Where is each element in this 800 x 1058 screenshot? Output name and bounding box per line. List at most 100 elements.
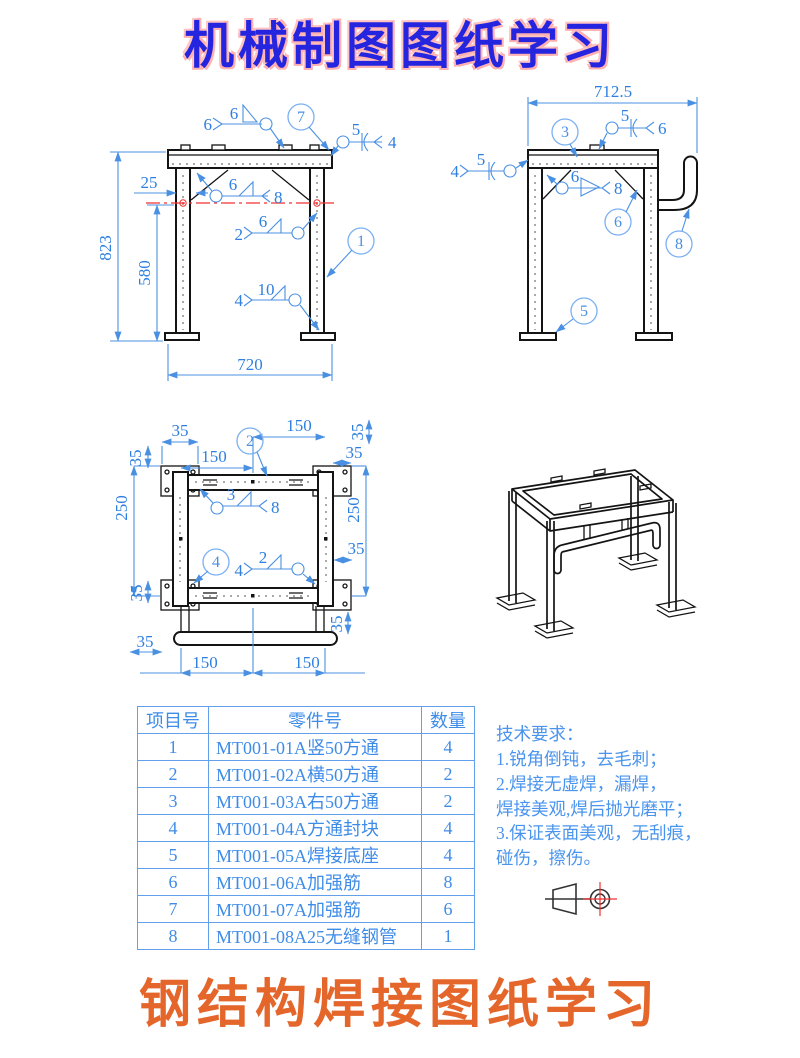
weld-size-number: 6 <box>259 212 268 231</box>
front-weld-symbol-2: 5 4 <box>330 120 397 157</box>
weld-tail-number: 6 <box>204 115 213 134</box>
dim-150: 150 <box>201 447 227 466</box>
dim-250: 250 <box>344 497 363 523</box>
balloon-number: 3 <box>561 124 569 141</box>
dim-35: 35 <box>127 585 146 602</box>
dim-depth: 712.5 <box>594 82 632 101</box>
weld-tail-number: 4 <box>235 291 244 310</box>
table-row: 4 MT001-04A方通封块 4 <box>137 814 475 842</box>
balloon-5: 5 <box>555 297 598 333</box>
cell-part-no: MT001-02A横50方通 <box>208 760 422 788</box>
cell-part-no: MT001-05A焊接底座 <box>208 841 422 869</box>
dim-35: 35 <box>348 539 365 558</box>
balloon-number: 2 <box>246 433 254 450</box>
cell-part-no: MT001-03A右50方通 <box>208 787 422 815</box>
weld-size-number: 5 <box>621 106 630 125</box>
cell-item-no: 8 <box>137 922 209 950</box>
table-row: 6 MT001-06A加强筋 8 <box>137 868 475 896</box>
cell-item-no: 3 <box>137 787 209 815</box>
tech-line: 2.焊接无虚焊，漏焊， <box>496 773 667 794</box>
isometric-view <box>495 468 697 639</box>
table-row: 2 MT001-02A横50方通 2 <box>137 760 475 788</box>
dim-35: 35 <box>126 450 145 467</box>
dim-35: 35 <box>348 424 367 441</box>
front-weld-symbol-3: 6 8 <box>196 172 283 207</box>
dim-35: 35 <box>172 421 189 440</box>
dim-total-height: 823 <box>96 235 115 261</box>
tech-line: 碰伤，擦伤。 <box>496 848 601 869</box>
table-row: 5 MT001-05A焊接底座 4 <box>137 841 475 869</box>
page-title: 机械制图图纸学习 <box>184 17 616 75</box>
table-row: 8 MT001-08A25无缝钢管 1 <box>137 922 475 950</box>
balloon-4: 4 <box>193 548 230 584</box>
table-row: 1 MT001-01A竖50方通 4 <box>137 733 475 761</box>
side-view: 712.5 3 5 6 4 5 <box>451 82 698 341</box>
weld-tail-number: 2 <box>235 225 244 244</box>
dim-150: 150 <box>294 653 320 672</box>
cell-qty: 4 <box>421 733 475 761</box>
balloon-6: 6 <box>604 189 638 236</box>
balloon-number: 7 <box>297 109 305 126</box>
weld-tail-number: 4 <box>388 133 397 152</box>
top-weld-symbol-2: 4 2 <box>235 548 316 585</box>
header-qty: 数量 <box>421 706 475 734</box>
dim-pipe-height: 580 <box>135 260 154 286</box>
cell-item-no: 7 <box>137 895 209 923</box>
side-weld-symbol-1: 5 6 <box>598 106 667 150</box>
table-header-row: 项目号 零件号 数量 <box>137 706 475 734</box>
front-view: 823 580 25 720 6 6 7 <box>96 103 397 381</box>
balloon-3: 3 <box>551 118 579 158</box>
weld-size-number: 6 <box>230 104 239 123</box>
table-row: 7 MT001-07A加强筋 6 <box>137 895 475 923</box>
dim-offset: 25 <box>141 173 158 192</box>
weld-tail-number: 8 <box>271 498 280 517</box>
weld-tail-number: 4 <box>235 561 244 580</box>
balloon-1: 1 <box>326 227 375 278</box>
header-part-no: 零件号 <box>208 706 422 734</box>
parts-table: 项目号 零件号 数量 1 MT001-01A竖50方通 4 2 MT001-02… <box>137 706 475 950</box>
dim-width: 720 <box>237 355 263 374</box>
balloon-number: 1 <box>357 233 365 250</box>
side-weld-symbol-2: 4 5 <box>451 150 529 181</box>
weld-size-number: 3 <box>227 485 236 504</box>
cell-qty: 1 <box>421 922 475 950</box>
front-weld-symbol-5: 4 10 <box>235 280 320 331</box>
top-view-geometry <box>160 465 352 646</box>
dim-35: 35 <box>137 632 154 651</box>
cell-item-no: 4 <box>137 814 209 842</box>
tech-line: 焊接美观,焊后抛光磨平； <box>496 798 693 819</box>
table-row: 3 MT001-03A右50方通 2 <box>137 787 475 815</box>
tech-line: 1.锐角倒钝，去毛刺； <box>496 748 667 769</box>
cell-qty: 8 <box>421 868 475 896</box>
cell-part-no: MT001-06A加强筋 <box>208 868 422 896</box>
weld-tail-number: 8 <box>274 188 283 207</box>
cell-qty: 2 <box>421 760 475 788</box>
cell-qty: 4 <box>421 841 475 869</box>
weld-tail-number: 4 <box>451 162 460 181</box>
front-weld-symbol-1: 6 6 <box>204 103 285 149</box>
cell-part-no: MT001-01A竖50方通 <box>208 733 422 761</box>
balloon-number: 8 <box>675 236 683 253</box>
cell-item-no: 1 <box>137 733 209 761</box>
front-view-dimensions: 823 580 25 720 <box>96 151 333 381</box>
weld-size-number: 6 <box>229 175 238 194</box>
cell-qty: 2 <box>421 787 475 815</box>
top-view-dimensions: 35 150 150 35 35 35 250 250 35 35 3 <box>112 416 373 677</box>
side-view-geometry <box>519 144 698 341</box>
footer-title: 钢结构焊接图纸学习 <box>138 975 661 1035</box>
tech-title: 技术要求： <box>496 724 584 744</box>
cell-qty: 4 <box>421 814 475 842</box>
balloon-2: 2 <box>236 427 268 477</box>
cell-item-no: 6 <box>137 868 209 896</box>
weld-tail-number: 8 <box>614 179 623 198</box>
weld-size-number: 6 <box>571 167 580 186</box>
weld-size-number: 10 <box>258 280 275 299</box>
header-item-no: 项目号 <box>137 706 209 734</box>
weld-size-number: 5 <box>352 120 361 139</box>
balloon-number: 5 <box>580 303 588 320</box>
dim-35: 35 <box>327 616 346 633</box>
dim-250: 250 <box>112 495 131 521</box>
dim-150: 150 <box>286 416 312 435</box>
